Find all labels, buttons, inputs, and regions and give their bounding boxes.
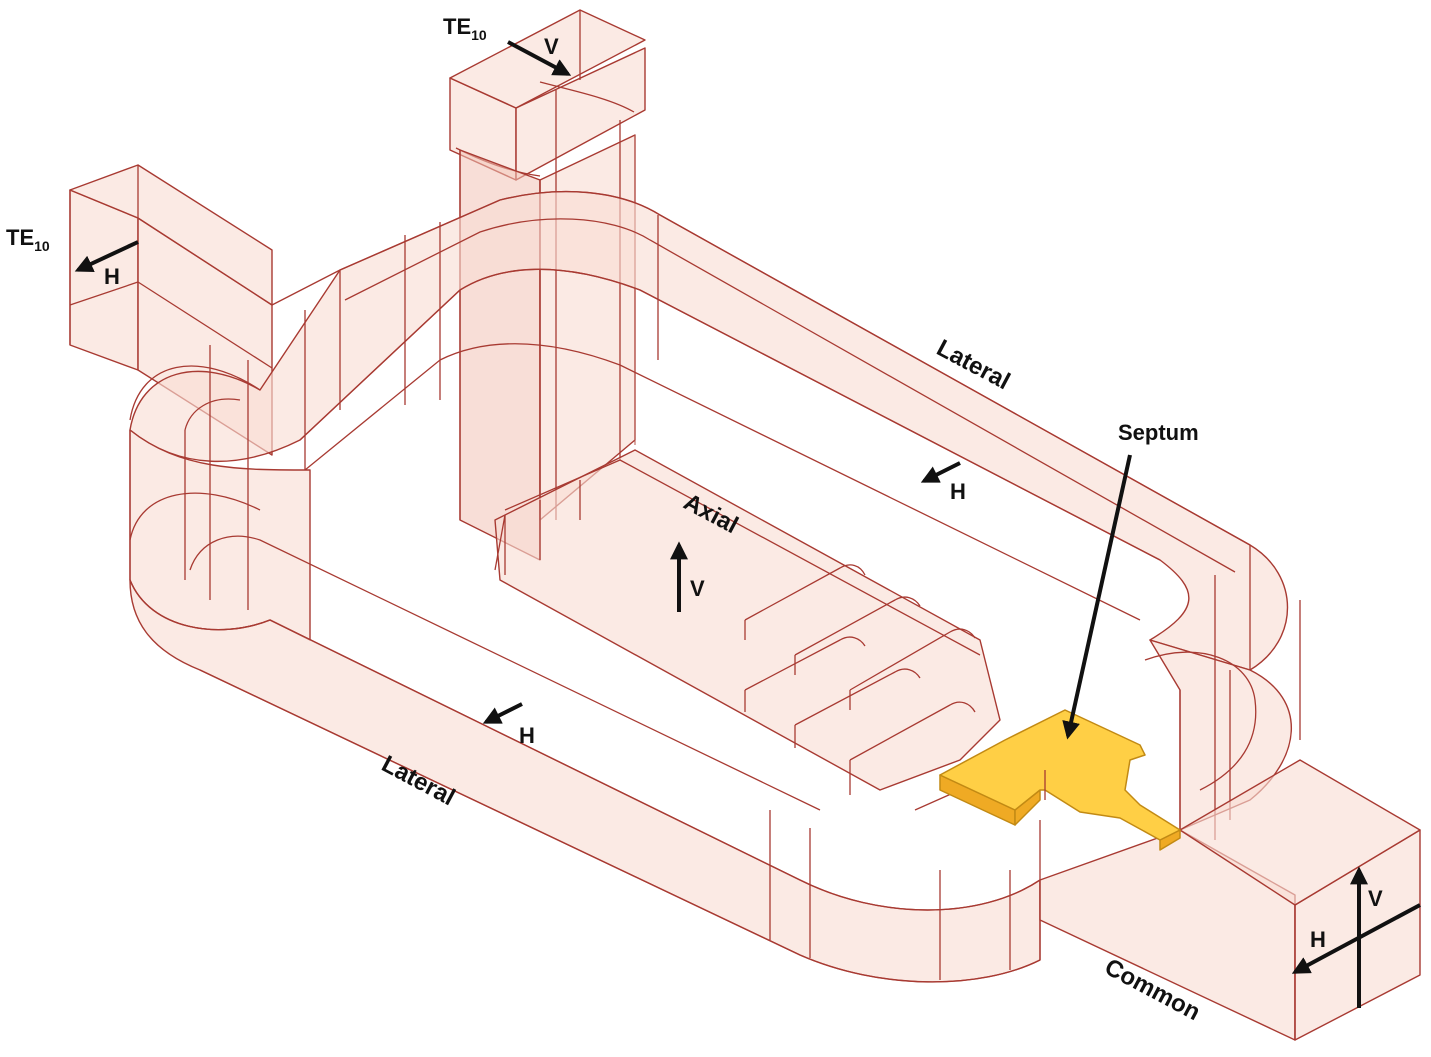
h-label-left: H [104,264,120,289]
septum-pointer [1062,454,1132,740]
axial-arm [494,449,1001,811]
h-label-common: H [1310,927,1326,952]
common-port [1039,759,1421,1041]
v-label-common: V [1368,886,1383,911]
te10-top-label: TE10 [443,14,487,43]
h-arrow-left [74,240,139,273]
h-label-lateral-bottom: H [519,723,535,748]
h-arrow-lateral-top [920,461,961,483]
v-arrow-top [507,40,572,76]
v-label-axial: V [690,576,705,601]
septum-label: Septum [1118,420,1199,445]
v-label-top: V [544,34,559,59]
te10-left-label: TE10 [6,225,50,254]
h-label-lateral-top: H [950,479,966,504]
septum [939,709,1181,851]
h-arrow-common [1291,903,1421,974]
h-arrow-lateral-bottom [482,702,523,724]
